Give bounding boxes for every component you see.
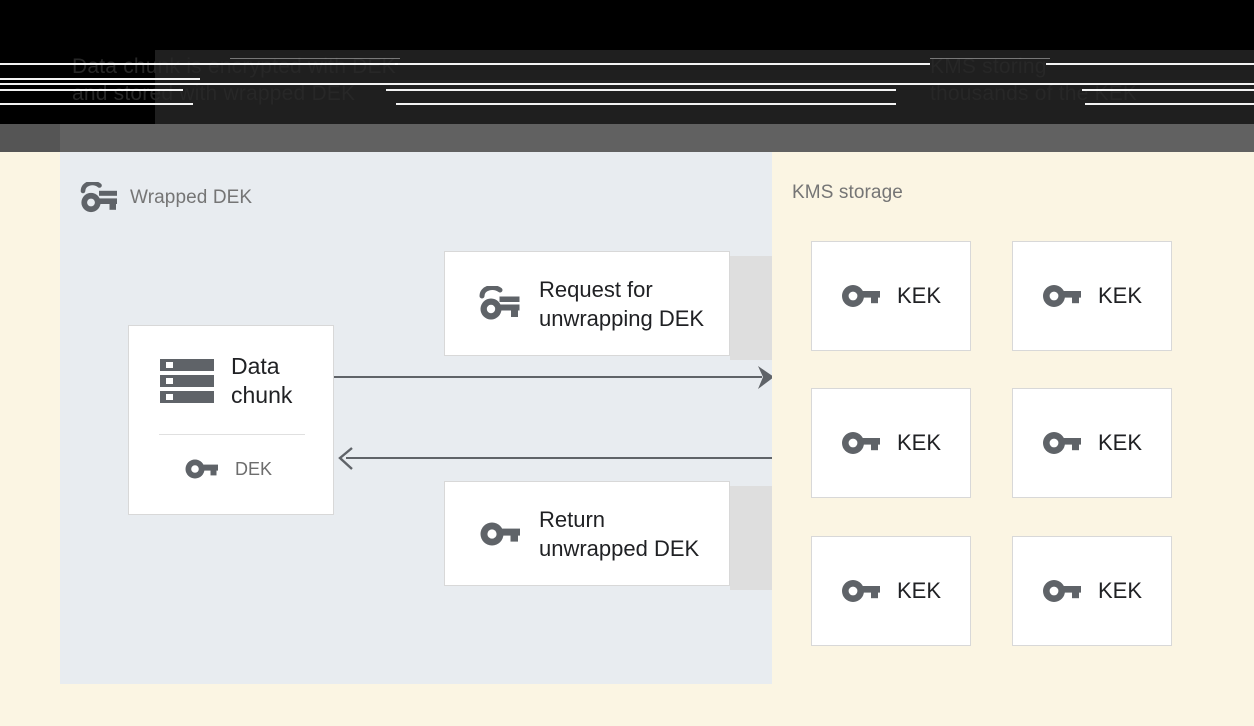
toolbar-gray-band (0, 124, 1254, 152)
kek-card[interactable]: KEK (811, 241, 971, 351)
artifact-streak (1085, 103, 1254, 105)
data-chunk-divider (159, 434, 305, 435)
headline-right: KMS storing thousands of the KEK (930, 55, 1138, 105)
kek-card[interactable]: KEK (1012, 241, 1172, 351)
artifact-streak (1046, 63, 1254, 65)
kms-storage-panel-title: KMS storage (792, 182, 903, 203)
return-card-shadow-band (730, 486, 772, 590)
artifact-streak (396, 103, 896, 105)
data-chunk-card-top: Data chunk (129, 326, 333, 410)
artifact-streak (0, 63, 398, 65)
artifact-streak (0, 89, 183, 91)
wrapped-key-icon (80, 180, 118, 214)
request-unwrap-card[interactable]: Request for unwrapping DEK (444, 251, 730, 356)
key-icon (1042, 428, 1082, 458)
server-stack-icon (159, 357, 215, 405)
kek-label: KEK (1097, 430, 1143, 455)
artifact-streak (386, 89, 896, 91)
kek-card[interactable]: KEK (1012, 536, 1172, 646)
dark-title-band-left-block (0, 50, 155, 124)
kek-label: KEK (896, 283, 942, 308)
wrapped-key-icon (479, 284, 521, 322)
artifact-streak (230, 58, 400, 59)
key-icon (1042, 576, 1082, 606)
headline-left: Data chunk is encrypted with DEK and sto… (72, 55, 396, 105)
dark-title-band (0, 50, 1254, 124)
return-unwrapped-card[interactable]: Return unwrapped DEK (444, 481, 730, 586)
kek-label: KEK (1097, 578, 1143, 603)
key-icon (841, 428, 881, 458)
toolbar-gray-band-left (0, 124, 60, 152)
key-icon (185, 457, 219, 481)
artifact-streak (0, 103, 193, 105)
kek-card[interactable]: KEK (1012, 388, 1172, 498)
key-icon (841, 281, 881, 311)
request-card-shadow-band (730, 256, 772, 360)
request-unwrap-label: Request for unwrapping DEK (539, 276, 705, 331)
data-chunk-card-bottom: DEK (129, 435, 333, 481)
key-icon (1042, 281, 1082, 311)
data-chunk-card[interactable]: Data chunk DEK (128, 325, 334, 515)
kms-storage-panel-header: KMS storage (792, 182, 903, 204)
artifact-streak (930, 58, 1050, 59)
kek-label: KEK (896, 430, 942, 455)
data-chunk-label: Data chunk (231, 353, 293, 408)
wrapped-dek-panel-header: Wrapped DEK (80, 180, 253, 214)
kek-card[interactable]: KEK (811, 536, 971, 646)
artifact-streak (1082, 89, 1254, 91)
artifact-streak (0, 78, 200, 80)
wrapped-dek-panel-title: Wrapped DEK (130, 187, 253, 208)
kek-label: KEK (896, 578, 942, 603)
kek-label: KEK (1097, 283, 1143, 308)
key-icon (479, 518, 521, 550)
return-unwrapped-label: Return unwrapped DEK (539, 506, 700, 561)
artifact-streak (0, 83, 1254, 85)
kek-card[interactable]: KEK (811, 388, 971, 498)
artifact-streak (395, 63, 930, 65)
data-chunk-dek-label: DEK (235, 458, 273, 479)
top-black-band (0, 0, 1254, 50)
key-icon (841, 576, 881, 606)
